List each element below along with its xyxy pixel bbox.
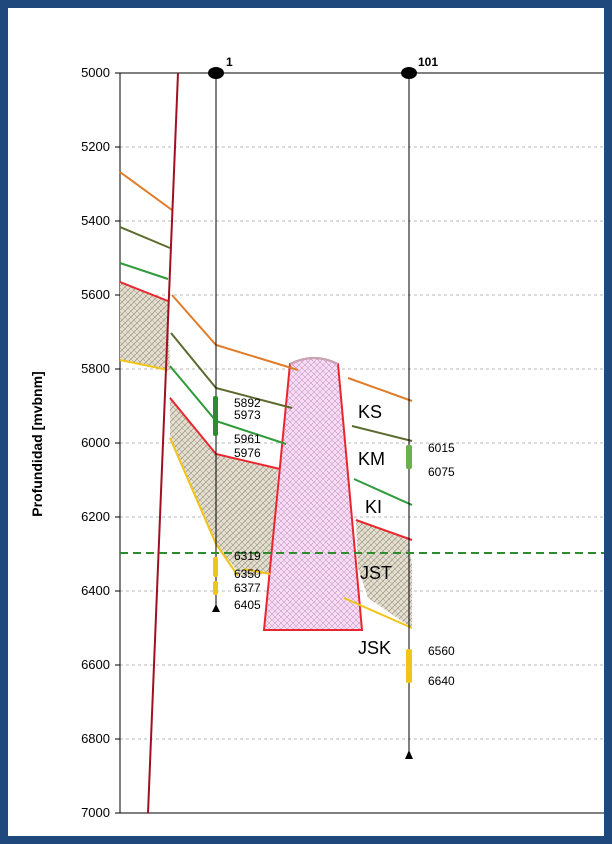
- well-1-depth-label: 5892: [234, 396, 261, 410]
- hatched-zone-left: [120, 282, 170, 370]
- y-tick-label: 5800: [81, 361, 110, 376]
- well-1-depth-label: 6319: [234, 549, 261, 563]
- hatched-zone-middle: [170, 396, 278, 577]
- jst-top-right: [355, 519, 413, 541]
- km-top-right: [351, 425, 413, 442]
- y-tick-label: 6400: [81, 583, 110, 598]
- formation-label-km: KM: [358, 449, 385, 469]
- y-tick-label: 6800: [81, 731, 110, 746]
- y-tick-label: 6200: [81, 509, 110, 524]
- y-tick-label: 5200: [81, 139, 110, 154]
- formation-label-jst: JST: [360, 563, 392, 583]
- well-101-interval-upper: [406, 445, 412, 469]
- well-101-depth-label: 6015: [428, 441, 455, 455]
- well-1-head-marker: [208, 67, 224, 79]
- jsk-segment-middle: [243, 568, 271, 575]
- y-axis-label: Profundidad [mvbnm]: [29, 371, 45, 516]
- formation-label-ki: KI: [365, 497, 382, 517]
- well-101: [401, 67, 417, 759]
- well-1-td-marker: [212, 604, 220, 612]
- y-axis-ticks: 5000 5200 5400 5600 5800 6000 6200 6400 6600 6800…: [81, 65, 120, 820]
- well-101-td-marker: [405, 750, 413, 759]
- well-1-interval-lower-b: [213, 581, 218, 595]
- y-tick-label: 5400: [81, 213, 110, 228]
- well-1-interval-upper: [213, 396, 218, 436]
- y-tick-label: 5000: [81, 65, 110, 80]
- formation-label-jsk: JSK: [358, 638, 391, 658]
- ki-top-right: [353, 478, 413, 506]
- cross-section-chart: 5000 5200 5400 5600 5800 6000 6200 6400 6600 6800…: [29, 55, 604, 820]
- well-101-depth-label: 6640: [428, 674, 455, 688]
- well-101-head-marker: [401, 67, 417, 79]
- jsk-top-left: [119, 359, 169, 371]
- grid-lines: [120, 146, 604, 814]
- km-top-middle: [170, 332, 293, 409]
- jsk-top-right: [343, 597, 413, 629]
- well-101-depth-label: 6560: [428, 644, 455, 658]
- formation-label-ks: KS: [358, 402, 382, 422]
- y-tick-label: 6600: [81, 657, 110, 672]
- y-tick-label: 5600: [81, 287, 110, 302]
- well-101-label: 101: [418, 55, 438, 69]
- ks-top-left: [119, 171, 173, 211]
- y-tick-label: 7000: [81, 805, 110, 820]
- salt-diapir: [262, 357, 364, 631]
- ks-top-right: [347, 377, 413, 402]
- well-101-depth-label: 6075: [428, 465, 455, 479]
- well-1-depth-label: 5961: [234, 432, 261, 446]
- hatched-zone-right: [356, 520, 412, 628]
- well-1: [208, 67, 224, 612]
- y-tick-label: 6000: [81, 435, 110, 450]
- well-1-interval-lower-a: [213, 557, 218, 577]
- well-1-depth-label: 6350: [234, 567, 261, 581]
- salt-diapir-top: [289, 357, 339, 365]
- well-101-interval-lower: [406, 649, 412, 683]
- well-1-depth-label: 6405: [234, 598, 261, 612]
- well-1-depth-label: 5973: [234, 408, 261, 422]
- well-1-depth-label: 6377: [234, 581, 261, 595]
- well-1-depth-label: 5976: [234, 446, 261, 460]
- jst-top-left: [119, 281, 169, 302]
- well-1-label: 1: [226, 55, 233, 69]
- ki-top-left: [119, 262, 169, 280]
- km-top-left: [119, 226, 171, 249]
- fault-line: [147, 72, 179, 814]
